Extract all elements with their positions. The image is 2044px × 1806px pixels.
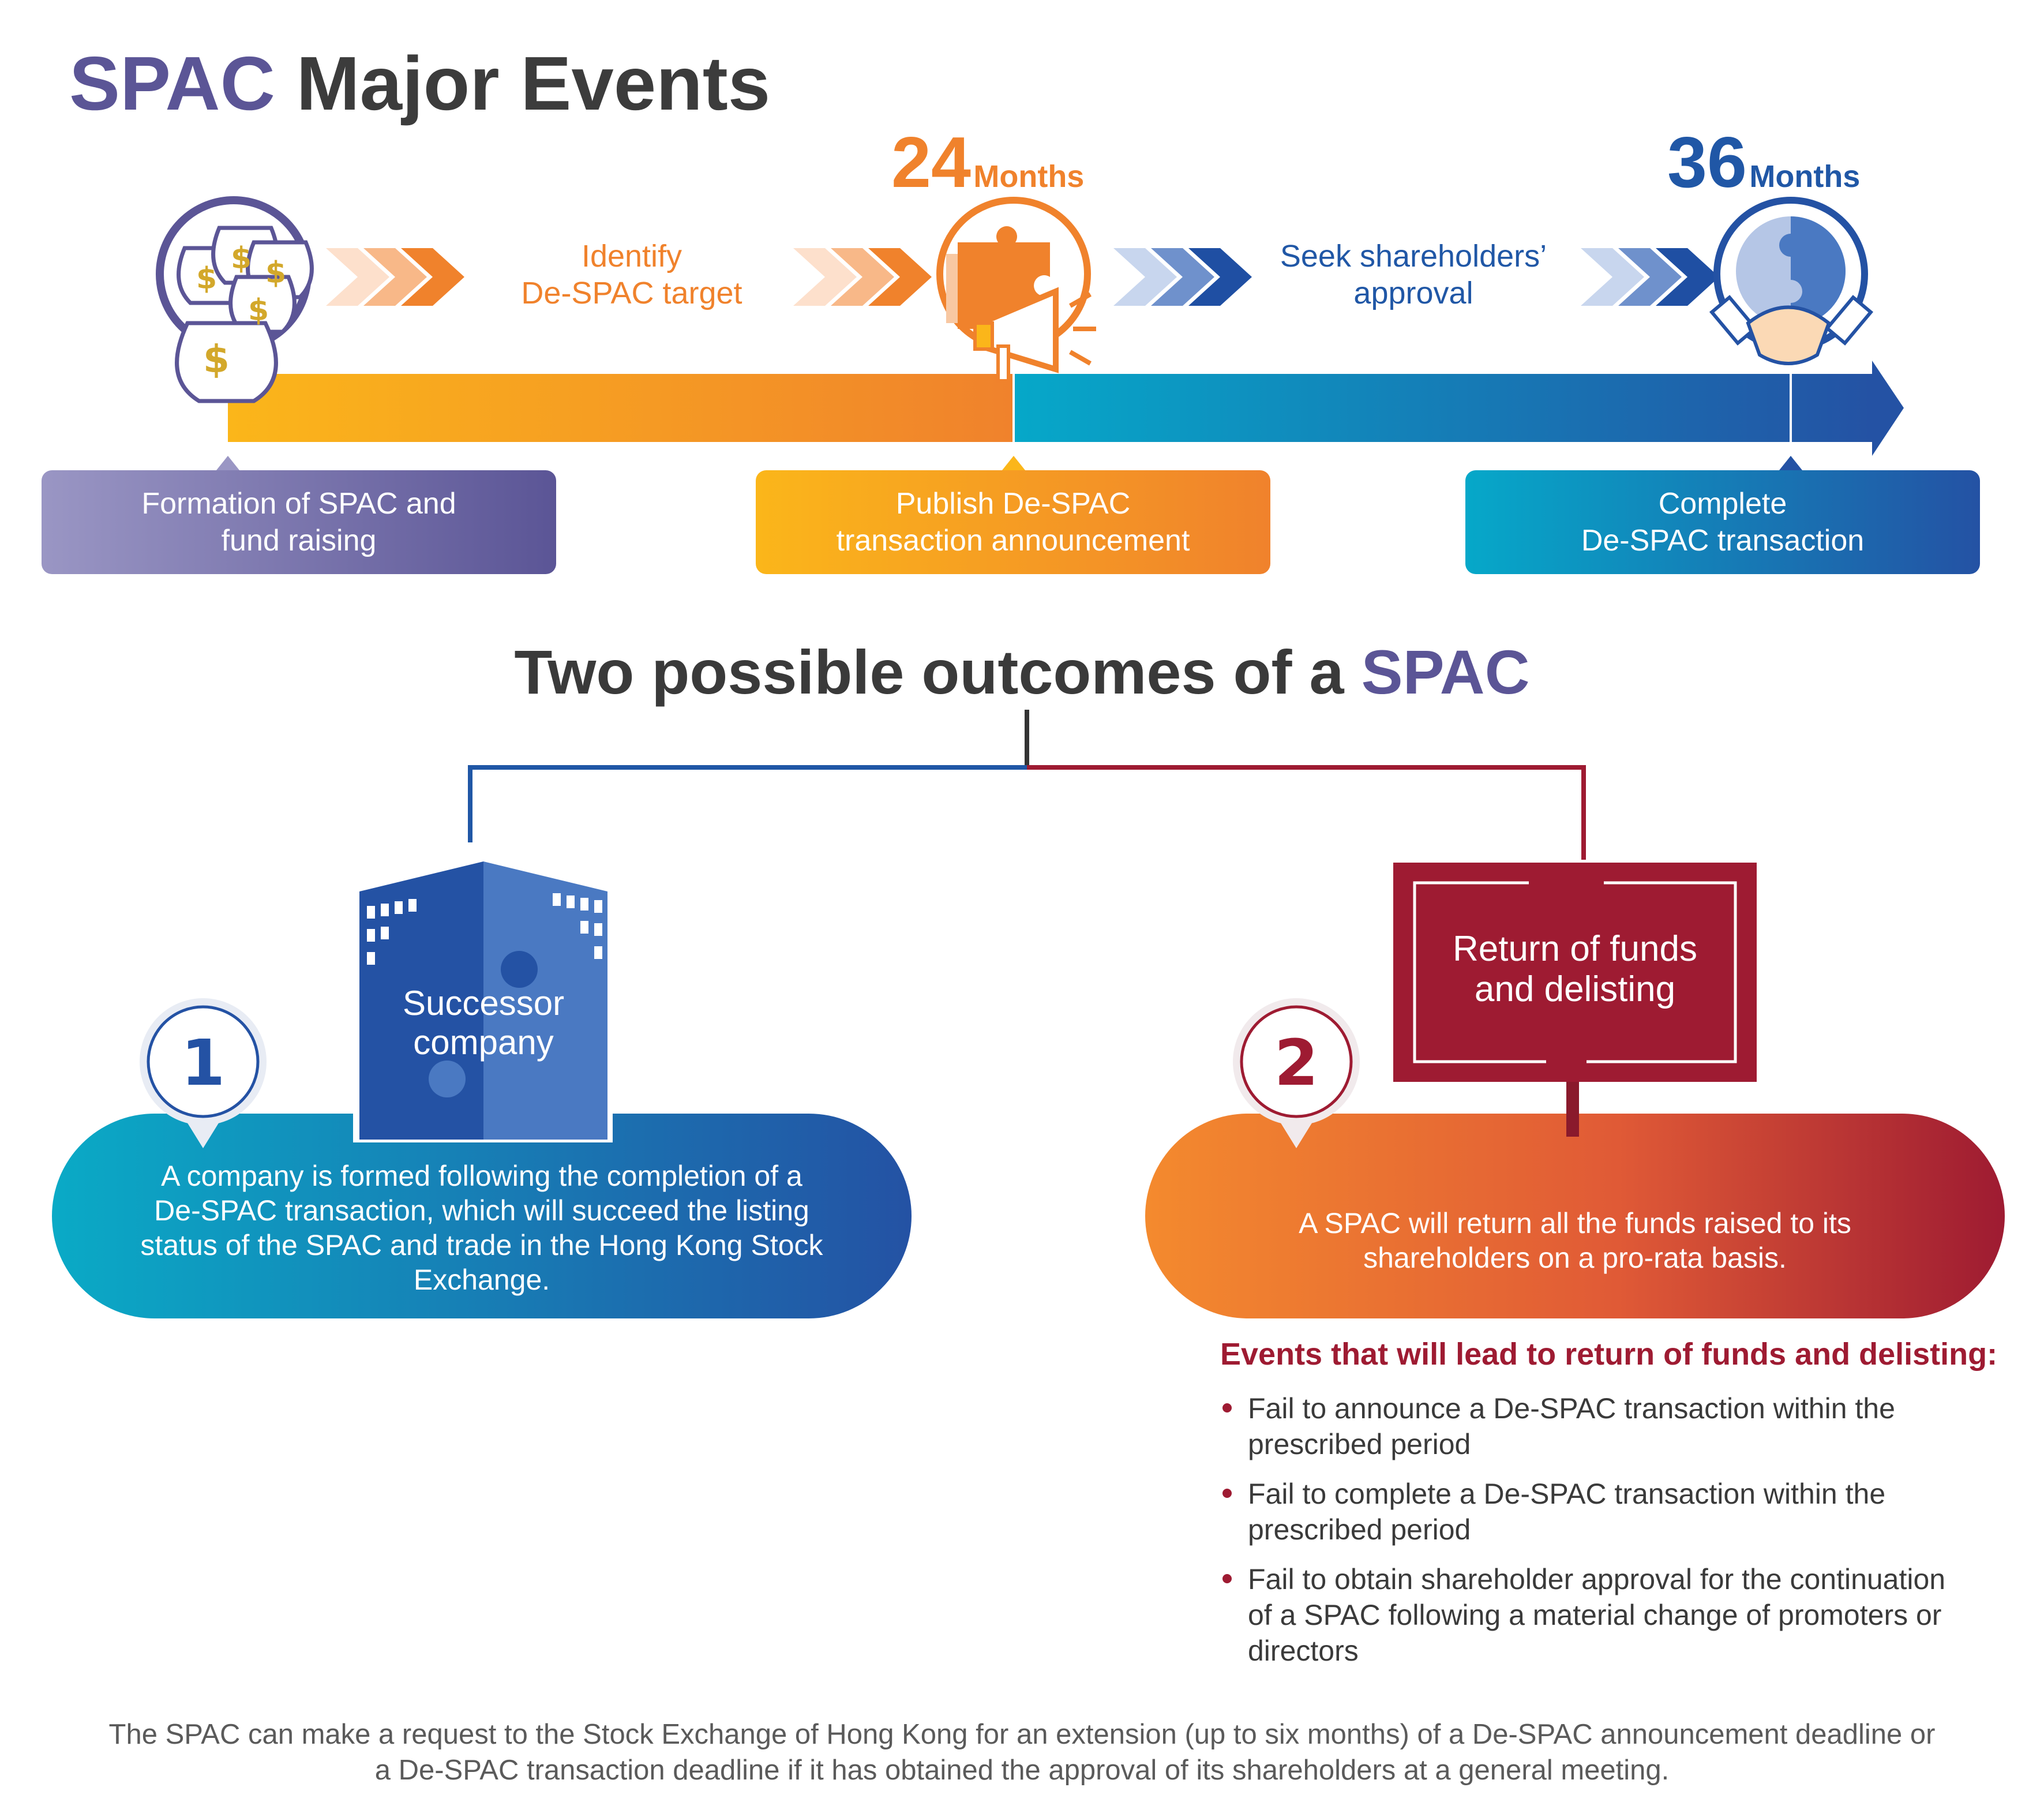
list-item: Fail to announce a De-SPAC transaction w… (1220, 1391, 1970, 1462)
outcome2-pill-bg (1145, 1114, 2005, 1318)
outcome2-description: A SPAC will return all the funds raised … (1145, 1154, 2005, 1327)
step-seek-line1: Seek shareholders’ (1280, 239, 1547, 273)
chevrons-blue-2 (1581, 248, 1719, 306)
outcomes-title-accent: SPAC (1361, 637, 1530, 707)
outcome2-desc-line1: A SPAC will return all the funds raised … (1299, 1207, 1851, 1239)
svg-text:$: $ (231, 241, 252, 276)
milestone-24-unit: Months (973, 159, 1085, 194)
outcome2-desc-line2: shareholders on a pro-rata basis. (1363, 1242, 1787, 1274)
successor-line1: Successor (402, 984, 565, 1022)
svg-text:$: $ (196, 261, 217, 296)
event-publish: Publish De-SPAC transaction announcement (756, 470, 1270, 574)
event-formation-line1: Formation of SPAC and (141, 487, 456, 520)
event-complete-line2: De-SPAC transaction (1581, 524, 1865, 557)
svg-text:$: $ (265, 256, 286, 290)
outcome2-number: 2 (1274, 1026, 1319, 1100)
sign-board-icon (1393, 863, 1757, 1137)
money-bags-icon: $$$ $$ (156, 196, 314, 403)
svg-text:$: $ (248, 293, 269, 328)
page-title: SPAC Major Events (69, 40, 770, 127)
milestone-24: 24 Months (891, 127, 1084, 198)
outcome1-desc-line1: A company is formed following the comple… (161, 1159, 802, 1192)
chevrons-orange-1 (326, 248, 464, 306)
timeline-bar-orange (228, 374, 1014, 442)
outcomes-title: Two possible outcomes of a SPAC (0, 635, 2044, 710)
events-list: Fail to announce a De-SPAC transaction w… (1220, 1391, 1970, 1683)
event-formation: Formation of SPAC and fund raising (42, 470, 556, 574)
event-publish-line1: Publish De-SPAC (895, 487, 1131, 520)
milestone-36-unit: Months (1749, 159, 1861, 194)
events-title: Events that will lead to return of funds… (1220, 1337, 1998, 1372)
step-identify-line1: Identify (581, 239, 682, 273)
list-item: Fail to complete a De-SPAC transaction w… (1220, 1476, 1970, 1548)
outcome1-desc-line4: Exchange. (413, 1263, 550, 1296)
outcome1-number: 1 (181, 1026, 226, 1100)
timeline-bar-blue (1014, 374, 1873, 442)
milestone-24-number: 24 (891, 123, 971, 203)
successor-line2: company (413, 1023, 554, 1062)
return-line1: Return of funds (1453, 929, 1697, 969)
puzzle-megaphone-icon (936, 197, 1096, 383)
step-identify-target: Identify De-SPAC target (482, 238, 782, 312)
outcome1-pill-bg (52, 1114, 912, 1318)
event-formation-line2: fund raising (221, 524, 377, 557)
return-line2: and delisting (1474, 969, 1676, 1009)
building-puzzle-icon (353, 860, 613, 1142)
bullet-icon (1222, 1489, 1232, 1498)
bullet-icon (1222, 1403, 1232, 1412)
outcome1-desc-line3: status of the SPAC and trade in the Hong… (140, 1228, 823, 1261)
step-seek-line2: approval (1353, 276, 1473, 310)
location-pin-icon: 1 (140, 998, 267, 1148)
outcomes-title-rest: Two possible outcomes of a (514, 637, 1362, 707)
footnote-line2: a De-SPAC transaction deadline if it has… (374, 1755, 1670, 1786)
footnote: The SPAC can make a request to the Stock… (0, 1717, 2044, 1788)
step-identify-line2: De-SPAC target (521, 276, 742, 310)
location-pin-icon: 2 (1233, 998, 1360, 1148)
event-complete: Complete De-SPAC transaction (1465, 470, 1980, 574)
event-complete-line1: Complete (1658, 487, 1787, 520)
bullet-icon (1222, 1574, 1232, 1583)
page-title-rest: Major Events (275, 41, 771, 126)
milestone-36: 36 Months (1667, 127, 1860, 198)
outcome1-desc-line2: De-SPAC transaction, which will succeed … (154, 1194, 809, 1227)
milestone-36-number: 36 (1667, 123, 1747, 203)
puzzle-handshake-icon (1709, 197, 1874, 365)
svg-text:$: $ (203, 337, 230, 381)
list-item: Fail to obtain shareholder approval for … (1220, 1561, 1970, 1669)
page-title-accent: SPAC (69, 41, 275, 126)
outcome1-description: A company is formed following the comple… (52, 1148, 912, 1307)
return-of-funds-label: Return of funds and delisting (1393, 929, 1757, 1010)
step-seek-approval: Seek shareholders’ approval (1252, 238, 1575, 312)
footnote-line1: The SPAC can make a request to the Stock… (108, 1719, 1936, 1750)
timeline-arrowhead (1872, 361, 1904, 456)
successor-company-label: Successor company (359, 984, 607, 1062)
event-publish-line2: transaction announcement (836, 524, 1190, 557)
chevrons-blue-1 (1113, 248, 1252, 306)
chevrons-orange-2 (793, 248, 932, 306)
